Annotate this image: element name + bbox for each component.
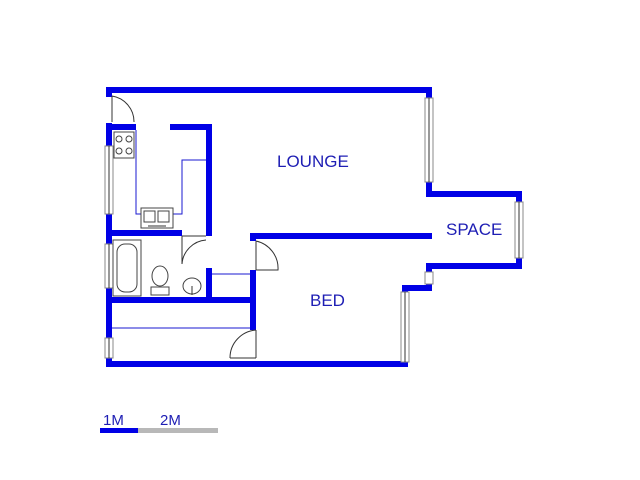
room-label-lounge: LOUNGE xyxy=(277,152,349,171)
bathtub-icon xyxy=(112,239,142,297)
door-bed-lounge xyxy=(255,240,279,271)
wall-bed-step xyxy=(402,285,432,291)
door-bed-passage xyxy=(229,329,257,359)
sink-icon xyxy=(140,207,174,229)
window-space-right xyxy=(514,201,524,259)
wall-kitchen-bottom xyxy=(106,230,182,236)
wall-bottom xyxy=(106,361,408,367)
wall-kitchen-top-left xyxy=(106,124,136,130)
interior-walls xyxy=(106,124,432,330)
scale-label-2m: 2M xyxy=(160,412,181,429)
wall-top xyxy=(106,87,432,93)
kitchen-counter xyxy=(135,130,206,215)
door-entrance xyxy=(111,95,135,123)
toilet-icon xyxy=(150,265,170,296)
wall-bed-top xyxy=(250,233,432,239)
basin-icon xyxy=(182,277,202,295)
window-space-lower xyxy=(424,271,434,285)
window-passage-left xyxy=(104,337,114,359)
window-kitchen-left xyxy=(104,145,114,215)
wall-kitchen-right xyxy=(206,124,212,236)
fixtures xyxy=(112,131,202,297)
window-lounge-right xyxy=(424,97,434,183)
door-bath xyxy=(181,235,207,265)
wall-left-top xyxy=(106,87,112,97)
wall-bath-right xyxy=(206,268,212,300)
window-bed-right xyxy=(400,291,410,363)
windows xyxy=(104,97,524,363)
doors xyxy=(111,95,279,359)
wall-kitchen-top-right xyxy=(170,124,212,130)
wall-space-bottom xyxy=(426,263,522,269)
window-bath-left xyxy=(104,243,114,289)
room-label-bed: BED xyxy=(310,291,345,310)
scale-label-1m: 1M xyxy=(103,412,124,429)
wall-space-top xyxy=(426,191,522,197)
scale-bar-segment-1 xyxy=(100,428,138,433)
stove-icon xyxy=(113,131,135,159)
room-label-space: SPACE xyxy=(446,220,502,239)
wall-bath-bottom xyxy=(106,297,256,303)
wall-bed-left-top xyxy=(250,233,256,241)
thin-lines xyxy=(112,130,250,329)
scale-bar: 1M 2M xyxy=(100,412,218,433)
scale-bar-segment-2 xyxy=(138,428,218,433)
